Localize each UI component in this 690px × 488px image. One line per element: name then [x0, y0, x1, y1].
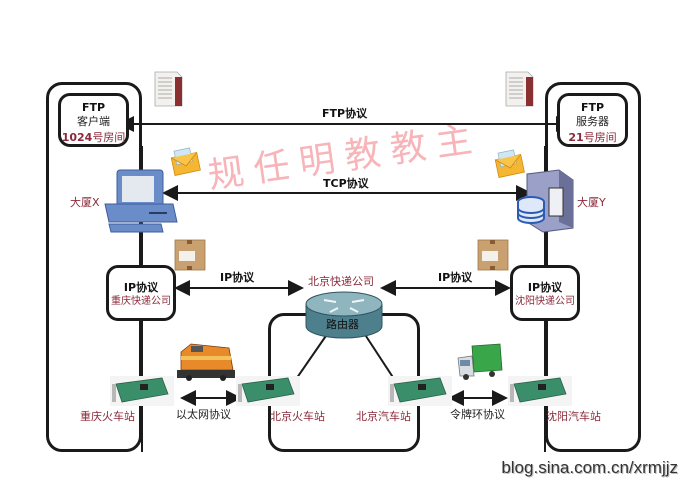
ftp-server-box: FTP 服务器 21号房间 — [557, 93, 628, 147]
token-ring-protocol-label: 令牌环协议 — [450, 408, 505, 421]
router-company-label: 北京快递公司 — [308, 275, 374, 288]
ftp-client-box: FTP 客户端 1024号房间 — [58, 93, 129, 147]
router-link-right — [361, 329, 399, 386]
network-card-icon — [388, 376, 452, 406]
desktop-computer-icon — [104, 169, 178, 233]
ip-left-protocol-label: IP协议 — [220, 271, 255, 284]
router-label: 路由器 — [326, 318, 359, 331]
text-document-icon — [154, 71, 183, 107]
network-card-icon — [508, 376, 572, 406]
train-icon — [177, 343, 235, 381]
ftp-protocol-label: FTP协议 — [322, 107, 368, 120]
blog-url-footer: blog.sina.com.cn/xrmjjz — [501, 458, 678, 477]
envelope-icon — [494, 149, 525, 178]
server-database-icon — [517, 169, 574, 233]
package-icon — [174, 239, 206, 271]
ftp-client-role: 客户端 — [77, 115, 110, 128]
ip-right-protocol-label: IP协议 — [438, 271, 473, 284]
ftp-client-port-number: 1024 — [61, 131, 93, 144]
shenyang-station-label: 沈阳汽车站 — [546, 410, 601, 423]
beijing-bus-station-label: 北京汽车站 — [356, 410, 411, 423]
ftp-server-role: 服务器 — [576, 115, 609, 128]
ip-left-company: 重庆快递公司 — [111, 296, 171, 307]
ip-right-box: IP协议 沈阳快递公司 — [510, 265, 580, 321]
ftp-server-port-suffix: 号房间 — [583, 131, 617, 144]
beijing-train-station-label: 北京火车站 — [270, 410, 325, 423]
building-y-label: 大厦Y — [577, 196, 606, 209]
tcp-protocol-label: TCP协议 — [323, 177, 369, 190]
ip-left-box: IP协议 重庆快递公司 — [106, 265, 176, 321]
network-card-icon — [110, 376, 174, 406]
ip-left-title: IP协议 — [123, 281, 159, 294]
ethernet-protocol-label: 以太网协议 — [176, 408, 231, 421]
chongqing-station-label: 重庆火车站 — [80, 410, 135, 423]
network-card-icon — [236, 376, 300, 406]
ftp-server-title: FTP — [580, 101, 605, 114]
truck-icon — [457, 343, 503, 380]
ftp-client-port-suffix: 号房间 — [92, 131, 126, 144]
text-document-icon — [505, 71, 534, 107]
envelope-icon — [170, 147, 201, 176]
router-icon — [305, 291, 383, 339]
package-icon — [477, 239, 509, 271]
ftp-server-port-number: 21 — [568, 131, 584, 144]
building-x-label: 大厦X — [70, 196, 100, 209]
router-link-left — [291, 329, 331, 386]
ip-right-company: 沈阳快递公司 — [515, 296, 575, 307]
ip-right-title: IP协议 — [527, 281, 563, 294]
ftp-client-title: FTP — [81, 101, 106, 114]
